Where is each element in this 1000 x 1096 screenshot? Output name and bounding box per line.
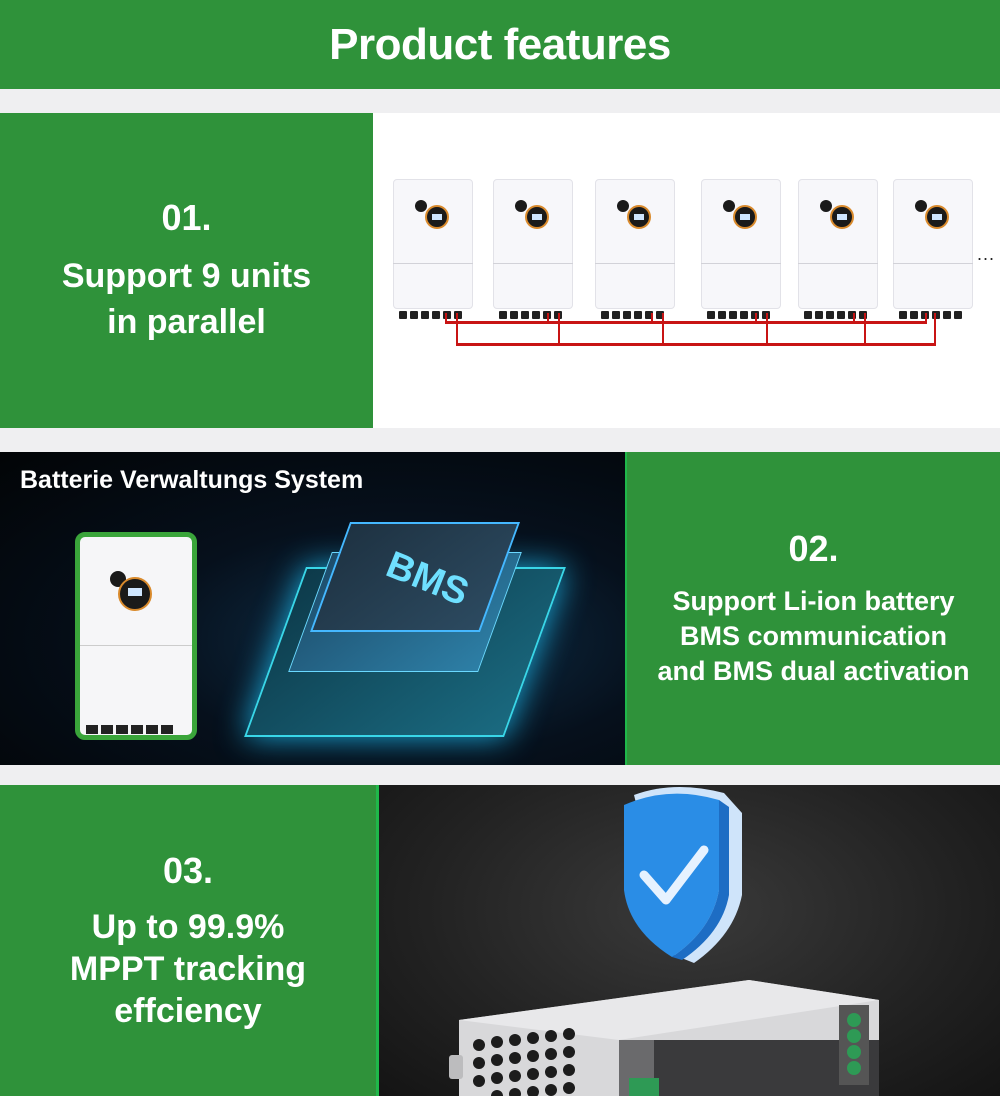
feature-number: 01. xyxy=(161,196,212,238)
feature-03-text-panel: 03. Up to 99.9% MPPT tracking effciency xyxy=(0,785,376,1096)
feature-01-text-panel: 01. Support 9 units in parallel xyxy=(0,113,373,428)
protection-image xyxy=(376,785,1000,1096)
inverter-icon xyxy=(393,179,473,321)
shield-check-icon xyxy=(624,786,742,963)
inverter-icon xyxy=(75,532,197,740)
parallel-wire xyxy=(445,321,927,324)
page-header: Product features xyxy=(0,0,1000,89)
feature-number: 03. xyxy=(162,849,214,891)
inverter-icon xyxy=(893,179,973,321)
feature-description: Up to 99.9% MPPT tracking effciency xyxy=(69,907,307,1030)
power-supply-icon xyxy=(449,980,879,1096)
inverter-icon xyxy=(595,179,675,321)
bms-caption: Batterie Verwaltungs System xyxy=(20,466,364,494)
inverter-icon xyxy=(493,179,573,321)
parallel-wire xyxy=(456,343,936,346)
more-units-ellipsis: ... xyxy=(977,244,996,264)
inverter-icon xyxy=(798,179,878,321)
feature-02: Batterie Verwaltungs System BMS 02. Supp… xyxy=(0,452,1000,765)
inverter-icon xyxy=(701,179,781,321)
parallel-inverters-image: ... xyxy=(373,113,1000,428)
feature-01: 01. Support 9 units in parallel ... xyxy=(0,113,1000,428)
feature-02-text-panel: 02. Support Li-ion battery BMS communica… xyxy=(625,452,1000,765)
page-title: Product features xyxy=(329,19,671,69)
bms-image: Batterie Verwaltungs System BMS xyxy=(0,452,625,765)
feature-03: 03. Up to 99.9% MPPT tracking effciency xyxy=(0,785,1000,1096)
feature-description: Support Li-ion battery BMS communication… xyxy=(657,586,970,686)
feature-description: Support 9 units in parallel xyxy=(61,256,312,341)
feature-number: 02. xyxy=(788,528,839,569)
